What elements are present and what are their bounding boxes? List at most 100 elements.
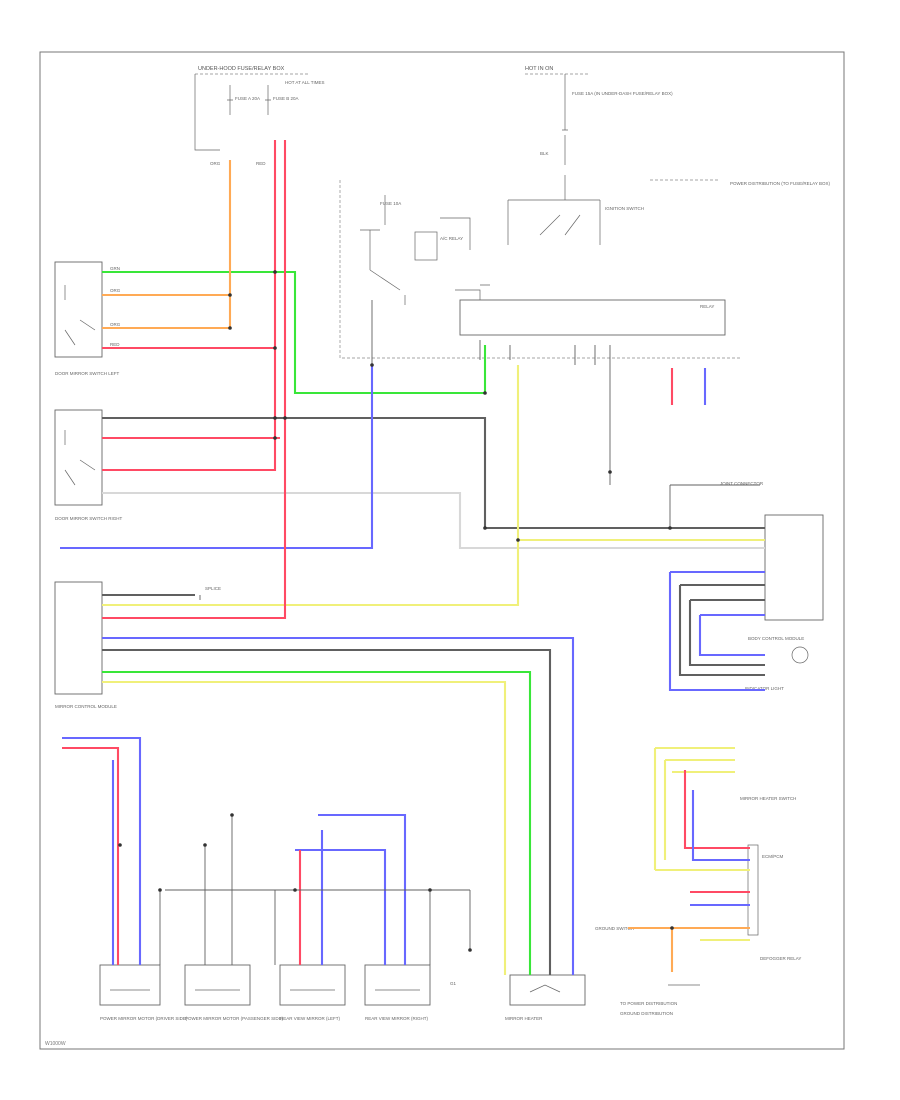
junction-dot-17 [158,888,162,892]
wire-blue-8 [60,365,374,550]
junction-dot-4 [273,416,277,420]
motor-4: REAR VIEW MIRROR (RIGHT) [364,964,431,1021]
wire-blue-27 [295,848,387,965]
junction-dot-15 [230,813,234,817]
wire-yellow-16 [102,680,507,975]
ground-left-label: G1 [450,981,457,986]
top-fuse-box-label: UNDER-HOOD FUSE/RELAY BOX [198,66,285,72]
footer-code: W1000W [45,1041,66,1047]
right-bottom-relay-label: DEFOGGER RELAY [760,956,801,961]
relay-box: FUSE 10A A/C RELAY RELAY [339,180,740,359]
wire-blue-13 [102,636,575,975]
diagram-frame [39,51,845,1050]
wire-code-red-sw1: RED [110,342,120,347]
wire-green-15 [102,670,532,975]
bottom-right-box-label: TO POWER DISTRIBUTION [620,1001,677,1006]
junction-dot-3 [283,416,287,420]
wire-code-grn-sw1: GRN [110,266,120,271]
bottom-right-label: GROUND DISTRIBUTION [620,1011,673,1016]
fuse-b-label: FUSE B 20A [273,96,299,101]
junction-dot-14 [203,843,207,847]
wire-yellow-10 [102,540,520,607]
switch-left-bottom-label: DOOR MIRROR SWITCH RIGHT [55,516,122,521]
junction-dot-5 [273,436,277,440]
wire-orange-2 [102,295,232,330]
junction-label: JOINT CONNECTOR [720,481,764,486]
wire-yellow-9 [516,365,765,542]
ground-switch-label: GROUND SWITCH [595,926,634,931]
junction-dot-0 [228,293,232,297]
wires [60,140,765,975]
wire-red-3 [102,140,277,350]
right-light-label: INDICATOR LIGHT [745,686,784,691]
right-bottom-module-label: MIRROR HEATER SWITCH [740,796,796,801]
wire-blue-34 [691,790,750,862]
fuse-label: FUSE 10A [380,201,401,206]
sensor-bottom: MIRROR HEATER G1 [450,974,586,1021]
right-bottom-components: MIRROR HEATER SWITCH ECM/PCM DEFOGGER RE… [595,796,801,1016]
junction-dot-8 [483,526,487,530]
wire-blue-26 [318,813,407,965]
junction-dot-19 [118,843,122,847]
sensor-bottom-label: MIRROR HEATER [505,1016,543,1021]
junction-dot-10 [228,326,232,330]
top-right-supply-label: HOT IN ON [525,66,553,72]
junction-dot-6 [483,391,487,395]
junction-dot-2 [273,346,277,350]
wire-blue-17 [668,570,765,692]
switch-left-bottom: DOOR MIRROR SWITCH RIGHT [54,409,122,521]
wire-white-7 [102,491,765,550]
wire-gray-19 [688,598,765,667]
wire-red-11 [102,140,287,620]
hot-at-all-times-label: HOT AT ALL TIMES [285,80,325,85]
wire-yellow-30 [653,746,735,870]
motor-1-label: POWER MIRROR MOTOR (DRIVER SIDE) [100,1016,188,1021]
motor-4-label: REAR VIEW MIRROR (RIGHT) [365,1016,428,1021]
module-left-label: MIRROR CONTROL MODULE [55,704,117,709]
junction-dot-20 [370,363,374,367]
wire-yellow-31 [663,758,735,860]
junction-dot-18 [428,888,432,892]
wire-red-24 [62,746,120,965]
wire-red-6 [102,348,277,472]
wire-red-33 [683,770,750,850]
fuse-top-right-label: FUSE 15A (IN UNDER-DASH FUSE/RELAY BOX) [572,91,673,96]
junction-dot-1 [273,270,277,274]
right-sensor-module-label: ECM/PCM [762,854,784,859]
module-left: MIRROR CONTROL MODULE SPLICE [54,581,221,709]
wire-gray-18 [678,583,765,677]
motor-3: REAR VIEW MIRROR (LEFT) [279,964,346,1021]
wire-code-org-top: ORG [210,161,221,166]
module-right: BODY CONTROL MODULE JOINT CONNECTOR INDI… [720,481,824,691]
relay-box-label: RELAY [700,304,714,309]
motor-2-label: POWER MIRROR MOTOR (PASSENGER SIDE) [185,1016,284,1021]
wire-blue-23 [62,736,142,965]
wire-green-0 [102,270,487,395]
motor-3-label: REAR VIEW MIRROR (LEFT) [280,1016,341,1021]
wire-gray-14 [102,648,552,975]
motor-1: POWER MIRROR MOTOR (DRIVER SIDE) [99,964,188,1021]
switch-left-top: DOOR MIRROR SWITCH LEFT GRN ORG ORG RED [54,261,121,376]
switch-left-top-label: DOOR MIRROR SWITCH LEFT [55,371,119,376]
junction-dot-16 [293,888,297,892]
fuse-a-label: FUSE A 20A [235,96,260,101]
junction-dot-9 [668,526,672,530]
wire-code-red-top: RED [256,161,266,166]
junction-dot-13 [670,926,674,930]
wire-code-org2-sw1: ORG [110,322,121,327]
wire-code-blk-top: BLK [540,151,549,156]
top-fuse-box: UNDER-HOOD FUSE/RELAY BOX FUSE A 20A FUS… [194,66,325,166]
top-right-supply: HOT IN ON FUSE 15A (IN UNDER-DASH FUSE/R… [507,66,831,245]
module-right-label: BODY CONTROL MODULE [748,636,804,641]
ignition-switch-label: IGNITION SWITCH [605,206,644,211]
wire-orange-1 [102,160,232,297]
wire-blue-20 [698,613,765,657]
ground-note-label: POWER DISTRIBUTION (TO FUSE/RELAY BOX) [730,181,831,186]
relay-label: A/C RELAY [440,236,463,241]
wire-code-org-sw1: ORG [110,288,121,293]
motor-2: POWER MIRROR MOTOR (PASSENGER SIDE) [184,964,284,1021]
wire-gray-4 [102,416,765,530]
junction-dots [118,270,674,952]
junction-dot-7 [516,538,520,542]
